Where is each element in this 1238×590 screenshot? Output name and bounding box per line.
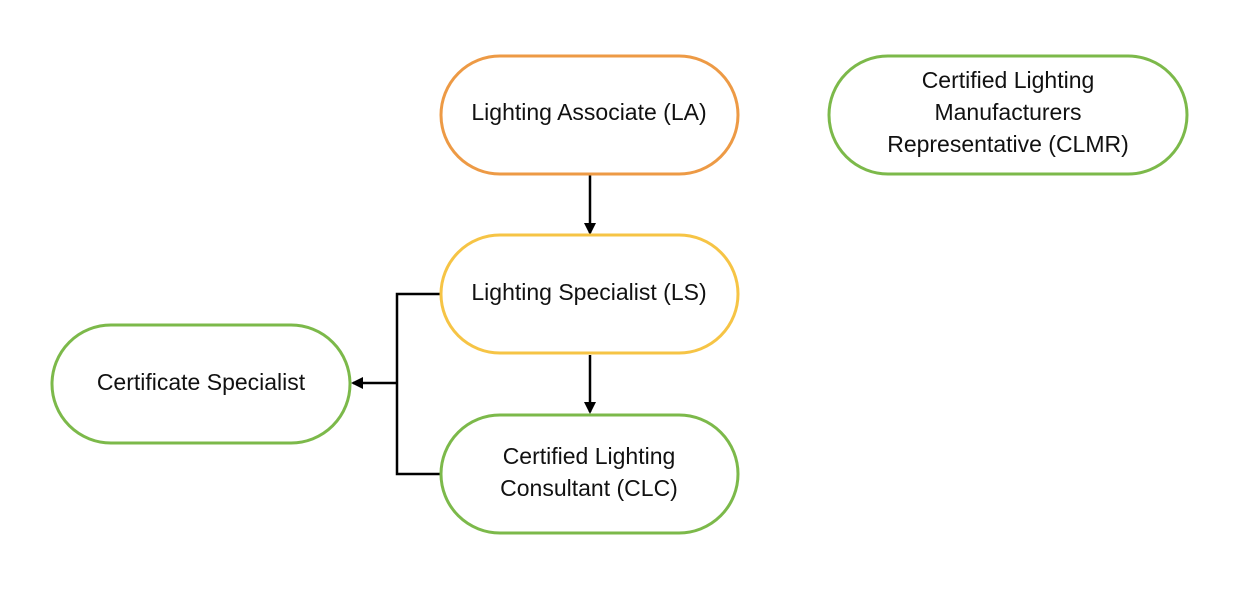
node-lighting-associate-label: Lighting Associate (LA) [471,99,706,125]
label-line: Lighting Specialist (LS) [471,279,706,305]
node-certified-lighting-consultant-shape [439,413,740,535]
node-lighting-specialist-label: Lighting Specialist (LS) [471,279,706,305]
label-line: Consultant (CLC) [500,475,678,501]
node-certificate-specialist: Certificate Specialist [50,323,352,445]
label-line: Certificate Specialist [97,369,306,395]
label-line: Certified Lighting [503,443,676,469]
node-lighting-specialist: Lighting Specialist (LS) [439,233,740,355]
node-lighting-specialist-shape [439,233,740,355]
node-lighting-associate: Lighting Associate (LA) [439,54,740,176]
node-certificate-specialist-shape [50,323,352,445]
connector-clc-branch [395,383,440,476]
label-line: Lighting Associate (LA) [471,99,706,125]
label-line: Certified Lighting [922,67,1095,93]
node-certified-lighting-manufacturers-representative-shape [827,54,1189,176]
connectors [351,175,596,476]
node-lighting-associate-shape [439,54,740,176]
node-certificate-specialist-label: Certificate Specialist [97,369,306,395]
label-line: Representative (CLMR) [887,131,1129,157]
label-line: Manufacturers [934,99,1081,125]
connector-ls-branch [395,292,440,383]
